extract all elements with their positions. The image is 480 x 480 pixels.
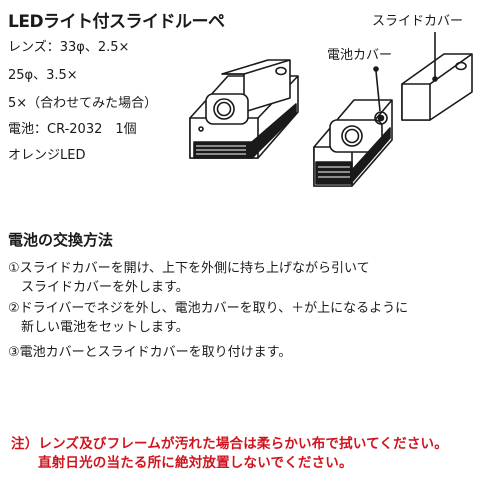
product-illustration — [189, 32, 473, 187]
spec-lens-1: レンズ：33φ、2.5× — [8, 40, 130, 55]
callout-slide-cover: スライドカバー — [372, 14, 464, 29]
step-1: ①スライドカバーを開け、上下を外側に持ち上げながら引いて スライドカバーを外しま… — [8, 259, 370, 297]
assembled-magnifier — [189, 59, 299, 159]
step-2-line-2: 新しい電池をセットします。 — [21, 320, 189, 335]
warning-note-cleaning: 注）レンズ及びフレームが汚れた場合は柔らかい布で拭いてください。 — [11, 436, 448, 452]
disassembled-magnifier — [313, 66, 393, 187]
step-3: ③電池カバーとスライドカバーを取り付けます。 — [8, 343, 291, 362]
spec-lens-2: 25φ、3.5× — [8, 68, 78, 83]
warning-note-sunlight: 直射日光の当たる所に絶対放置しないでください。 — [38, 455, 353, 471]
spec-led: オレンジLED — [8, 148, 86, 163]
callout-battery-cover: 電池カバー — [327, 48, 393, 63]
section-heading: 電池の交換方法 — [8, 231, 114, 249]
step-1-line-1: ①スライドカバーを開け、上下を外側に持ち上げながら引いて — [8, 261, 370, 276]
spec-battery: 電池：CR-2032 1個 — [8, 122, 137, 137]
spec-lens-combined: 5×（合わせてみた場合） — [8, 96, 158, 111]
product-title: LEDライト付スライドルーペ — [8, 12, 225, 32]
step-1-line-2: スライドカバーを外します。 — [21, 280, 189, 295]
slide-cover-part — [401, 32, 473, 121]
step-3-line-1: ③電池カバーとスライドカバーを取り付けます。 — [8, 345, 292, 360]
step-2-line-1: ②ドライバーでネジを外し、電池カバーを取り、＋が上になるように — [8, 301, 409, 316]
step-2: ②ドライバーでネジを外し、電池カバーを取り、＋が上になるように 新しい電池をセッ… — [8, 299, 408, 337]
